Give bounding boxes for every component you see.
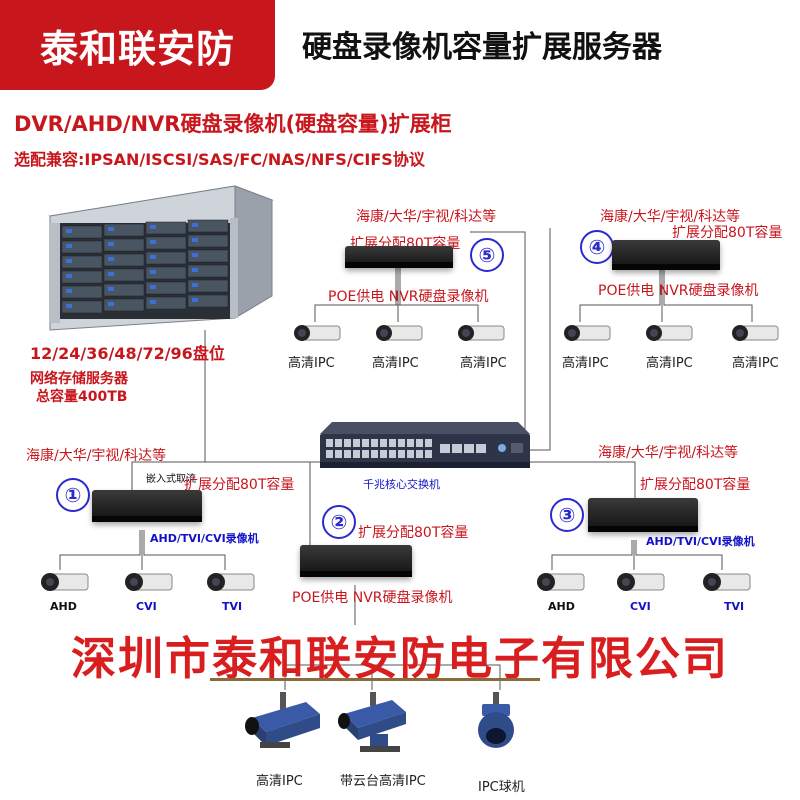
group4-recorder <box>612 240 720 270</box>
group1-camera-label: TVI <box>222 600 243 613</box>
group4-recorder-type: POE供电 NVR硬盘录像机 <box>598 283 759 299</box>
bullet-camera-icon <box>732 325 779 341</box>
storage-bays-label: 12/24/36/48/72/96盘位 <box>30 344 225 363</box>
group4-capacity-label: 扩展分配80T容量 <box>672 225 783 241</box>
box-camera-icon <box>41 573 89 591</box>
group1-recorder <box>92 490 202 522</box>
company-divider <box>210 678 540 681</box>
group3-recorder <box>588 498 698 532</box>
group1-capacity-label: 扩展分配80T容量 <box>184 477 295 493</box>
core-switch-image <box>320 422 530 468</box>
group3-camera-label: CVI <box>630 600 651 613</box>
bullet-camera-icon <box>617 573 665 591</box>
group4-brand-label: 海康/大华/宇视/科达等 <box>600 209 741 225</box>
company-logo: 泰和联安防 <box>0 0 275 90</box>
bullet-camera-icon <box>376 325 423 341</box>
subtitle-expansion: DVR/AHD/NVR硬盘录像机(硬盘容量)扩展柜 <box>14 112 452 136</box>
group3-capacity-label: 扩展分配80T容量 <box>640 477 751 493</box>
dome-camera-icon <box>478 692 514 748</box>
storage-capacity-label: 总容量400TB <box>36 389 128 405</box>
group3-brand-label: 海康/大华/宇视/科达等 <box>598 445 739 461</box>
group3-recorder-type: AHD/TVI/CVI录像机 <box>646 535 755 548</box>
bottom-camera-label: 高清IPC <box>256 774 303 789</box>
group5-camera-label: 高清IPC <box>288 356 335 371</box>
group5-camera-label: 高清IPC <box>460 356 507 371</box>
group1-brand-label: 海康/大华/宇视/科达等 <box>26 448 167 464</box>
bottom-camera-label: IPC球机 <box>478 780 525 795</box>
core-switch-label: 千兆核心交换机 <box>363 478 440 491</box>
bullet-camera-icon <box>294 325 341 341</box>
box-camera-icon <box>703 573 751 591</box>
box-camera-icon <box>245 692 320 748</box>
bullet-camera-icon <box>646 325 693 341</box>
group2-capacity-label: 扩展分配80T容量 <box>358 525 469 541</box>
group1-camera-label: CVI <box>136 600 157 613</box>
bullet-camera-icon <box>564 325 611 341</box>
storage-type-label: 网络存储服务器 <box>30 371 128 387</box>
group4-badge: ④ <box>580 230 614 264</box>
bullet-camera-icon <box>125 573 173 591</box>
group3-camera-label: AHD <box>548 600 575 613</box>
ptz-camera-icon <box>338 692 406 752</box>
group1-camera-label: AHD <box>50 600 77 613</box>
group2-badge: ② <box>322 505 356 539</box>
company-name: 深圳市泰和联安防电子有限公司 <box>70 632 729 685</box>
group4-camera-label: 高清IPC <box>562 356 609 371</box>
group3-camera-label: TVI <box>724 600 745 613</box>
group4-camera-label: 高清IPC <box>646 356 693 371</box>
group1-recorder-type: AHD/TVI/CVI录像机 <box>150 532 259 545</box>
box-camera-icon <box>537 573 585 591</box>
box-camera-icon <box>207 573 255 591</box>
group5-recorder <box>345 246 453 268</box>
group2-recorder <box>300 545 412 577</box>
group5-recorder-type: POE供电 NVR硬盘录像机 <box>328 289 489 305</box>
page-title: 硬盘录像机容量扩展服务器 <box>302 30 662 65</box>
group2-recorder-type: POE供电 NVR硬盘录像机 <box>292 590 453 606</box>
bottom-camera-label: 带云台高清IPC <box>340 774 426 789</box>
group5-badge: ⑤ <box>470 238 504 272</box>
group3-badge: ③ <box>550 498 584 532</box>
subtitle-protocols: 选配兼容:IPSAN/ISCSI/SAS/FC/NAS/NFS/CIFS协议 <box>14 150 425 169</box>
group1-badge: ① <box>56 478 90 512</box>
bullet-camera-icon <box>458 325 505 341</box>
group5-brand-label: 海康/大华/宇视/科达等 <box>356 209 497 225</box>
group1-recorder-sticker: 嵌入式取流 <box>146 474 196 485</box>
group4-camera-label: 高清IPC <box>732 356 779 371</box>
group5-camera-label: 高清IPC <box>372 356 419 371</box>
storage-server-image <box>48 185 274 331</box>
